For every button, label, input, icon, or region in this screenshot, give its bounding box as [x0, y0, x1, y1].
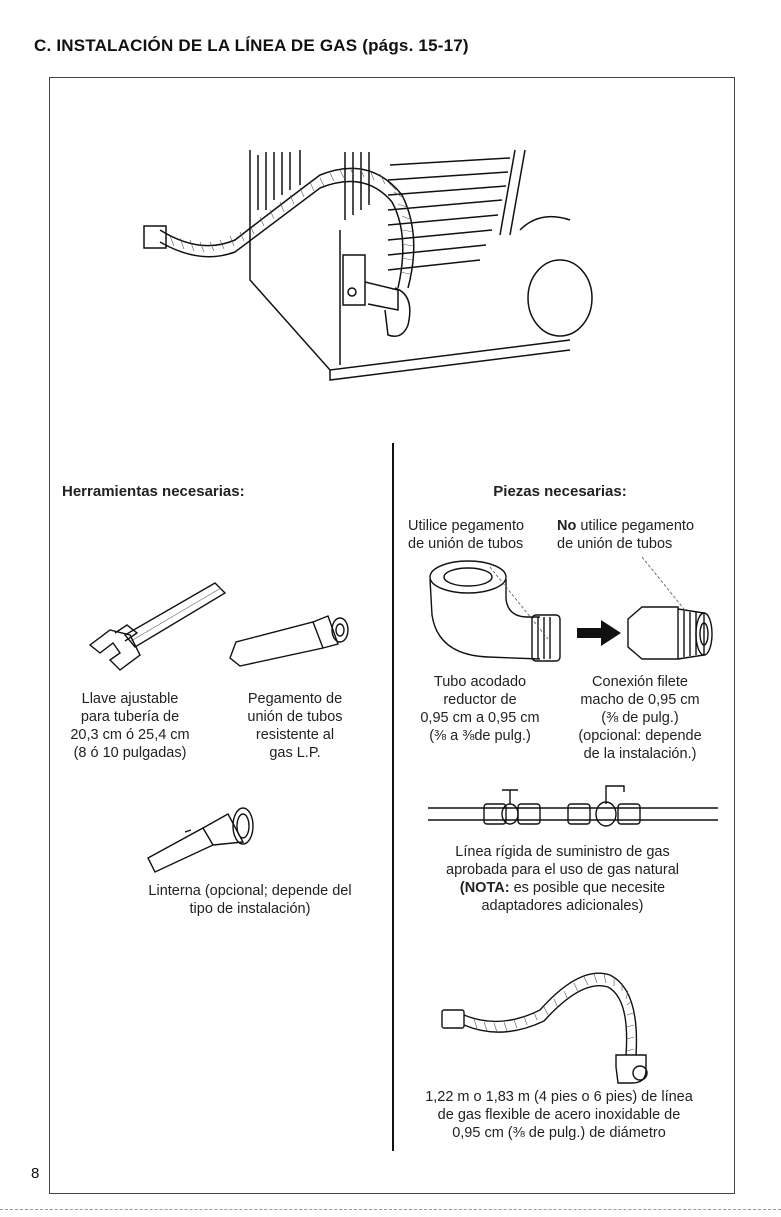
- page-number: 8: [31, 1165, 40, 1182]
- rigid-gas-line-icon: [428, 785, 718, 827]
- elbow-caption: Tubo acodado reductor de 0,95 cm a 0,95 …: [420, 674, 540, 744]
- use-compound-note: Utilice pegamento de unión de tubos: [408, 518, 525, 552]
- column-divider: [392, 443, 394, 1151]
- arrow-right-icon: [577, 620, 621, 646]
- content-frame: [49, 77, 735, 1194]
- flare-fitting-icon: [627, 556, 713, 660]
- dryer-gas-connection-illustration: [143, 149, 593, 381]
- bottom-trim-line: [0, 1209, 781, 1210]
- flashlight-icon: [147, 807, 254, 873]
- section-heading: C. INSTALACIÓN DE LA LÍNEA DE GAS (págs.…: [34, 36, 469, 55]
- elbow-fitting-icon: [429, 560, 561, 662]
- tools-title: Herramientas necesarias:: [62, 483, 245, 500]
- parts-title: Piezas necesarias:: [493, 483, 627, 500]
- compound-caption: Pegamento de unión de tubos resistente a…: [247, 691, 343, 761]
- flex-line-caption: 1,22 m o 1,83 m (4 pies o 6 pies) de lín…: [425, 1089, 693, 1141]
- flashlight-caption: Linterna (opcional; depende del tipo de …: [148, 883, 352, 917]
- wrench-caption: Llave ajustable para tubería de 20,3 cm …: [70, 691, 190, 761]
- no-compound-note: No utilice pegamento de unión de tubos: [557, 518, 695, 552]
- pipe-wrench-icon: [88, 582, 227, 671]
- rigid-line-caption: Línea rígida de suministro de gas aproba…: [446, 844, 679, 914]
- pipe-compound-tube-icon: [229, 615, 349, 667]
- flexible-gas-line-icon: [441, 972, 648, 1084]
- flare-caption: Conexión filete macho de 0,95 cm (⅜ de p…: [578, 674, 702, 762]
